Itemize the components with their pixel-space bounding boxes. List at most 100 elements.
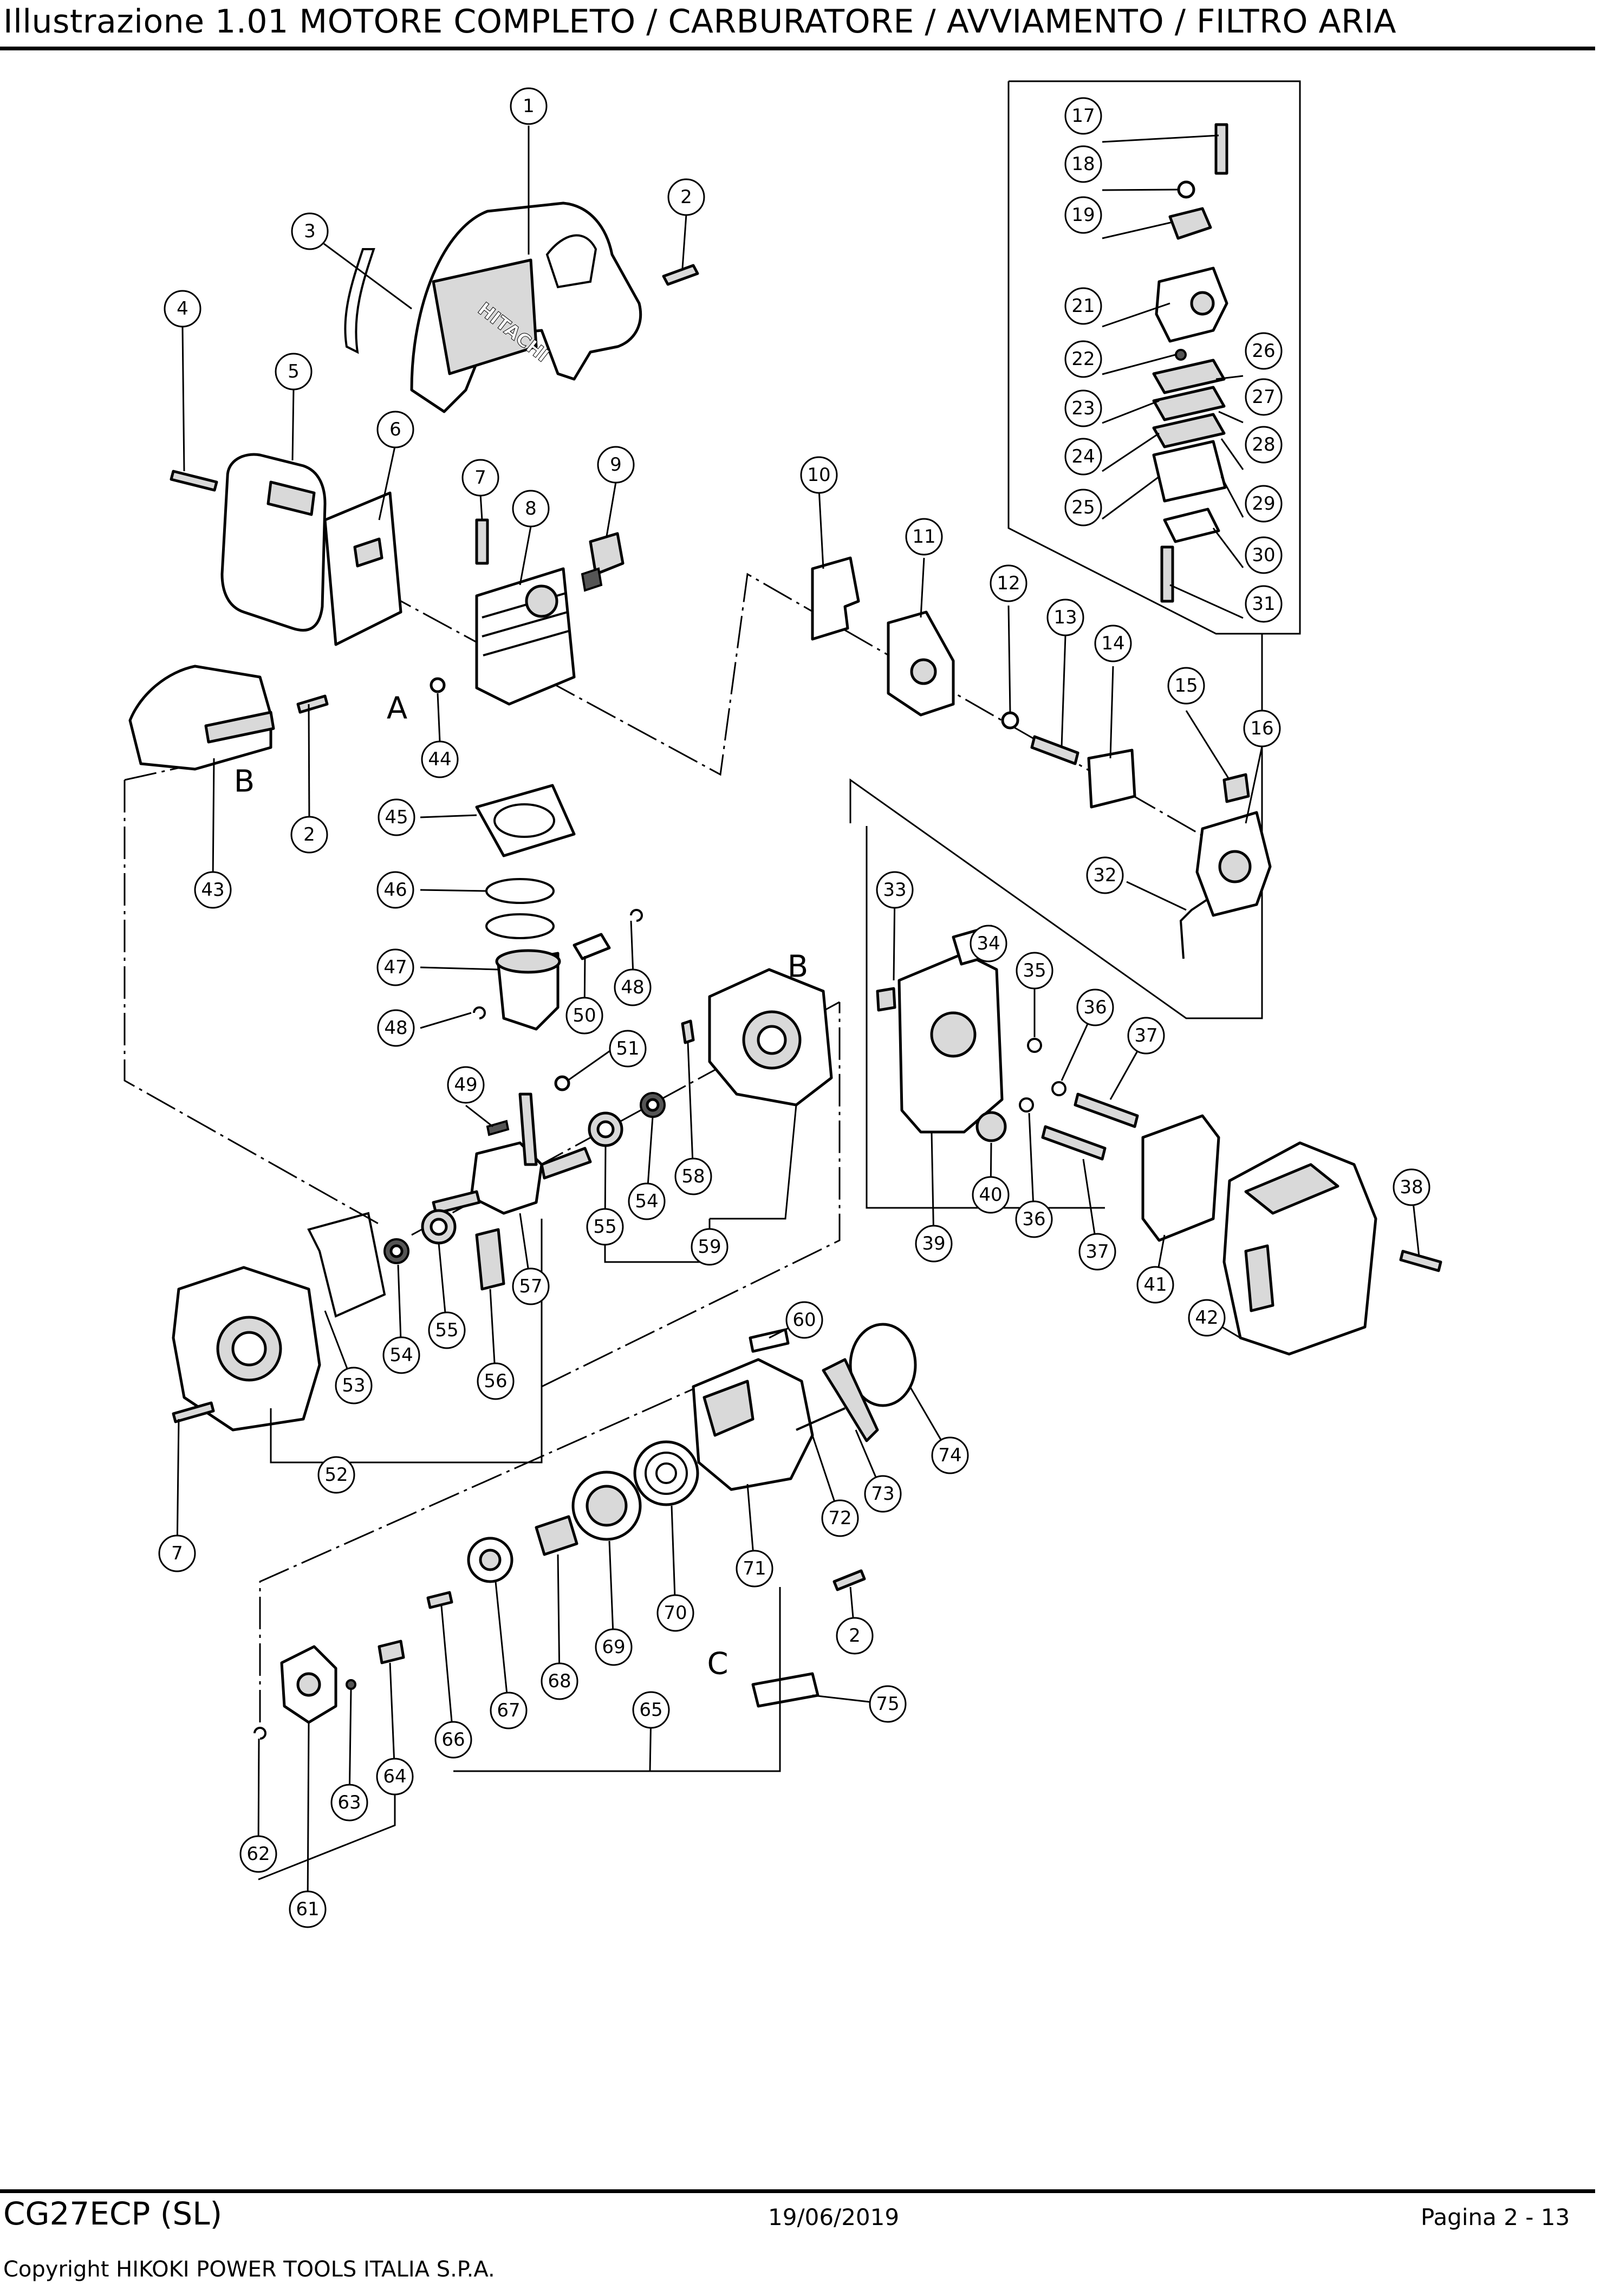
- callout-58: 58: [674, 1157, 712, 1195]
- washer-part: [430, 677, 446, 693]
- svg-text:41: 41: [1143, 1274, 1167, 1296]
- callout-57: 57: [512, 1267, 550, 1305]
- svg-text:72: 72: [828, 1507, 851, 1529]
- callout-28: 28: [1245, 426, 1283, 464]
- callout-9: 9: [597, 446, 635, 484]
- svg-text:55: 55: [593, 1216, 616, 1238]
- svg-text:29: 29: [1252, 493, 1275, 515]
- footer-copyright: Copyright HIKOKI POWER TOOLS ITALIA S.P.…: [3, 2257, 495, 2282]
- section-letter-b: B: [234, 764, 255, 799]
- callout-33: 33: [876, 871, 914, 909]
- circlip-part: [630, 909, 643, 922]
- svg-text:2: 2: [303, 824, 315, 845]
- svg-text:7: 7: [474, 467, 486, 489]
- svg-text:28: 28: [1252, 434, 1275, 456]
- choke-part: [1222, 773, 1250, 803]
- callout-43: 43: [194, 871, 232, 909]
- muffler-part: [220, 453, 327, 632]
- svg-text:54: 54: [635, 1191, 658, 1212]
- callout-38: 38: [1393, 1168, 1430, 1206]
- svg-text:68: 68: [548, 1670, 571, 1692]
- piston-ring-part: [485, 878, 555, 904]
- round-decal-part: [849, 1323, 917, 1407]
- throttle-rod-part: [1179, 898, 1209, 959]
- callout-73: 73: [864, 1475, 902, 1513]
- svg-text:43: 43: [201, 879, 224, 901]
- callout-40: 40: [972, 1176, 1010, 1214]
- spring-part: [535, 1515, 578, 1556]
- svg-text:14: 14: [1101, 633, 1124, 654]
- svg-text:22: 22: [1071, 348, 1095, 370]
- svg-text:58: 58: [681, 1166, 705, 1187]
- svg-text:19: 19: [1071, 204, 1095, 226]
- callout-7: 7: [461, 459, 499, 497]
- callout-8: 8: [512, 490, 550, 528]
- screw-part: [170, 470, 218, 492]
- svg-text:63: 63: [337, 1792, 361, 1813]
- footer-rule: [0, 2189, 1595, 2193]
- callout-12: 12: [990, 564, 1027, 602]
- callout-30: 30: [1245, 536, 1283, 574]
- cylinder-gasket-part: [475, 784, 576, 857]
- svg-text:59: 59: [698, 1236, 721, 1258]
- callout-15: 15: [1167, 667, 1205, 705]
- callout-17: 17: [1064, 97, 1102, 135]
- svg-text:9: 9: [610, 454, 622, 476]
- footer-model: CG27ECP (SL): [3, 2195, 223, 2232]
- svg-text:69: 69: [602, 1636, 625, 1658]
- callout-65: 65: [632, 1691, 670, 1729]
- callout-31: 31: [1245, 585, 1283, 623]
- svg-text:74: 74: [938, 1445, 961, 1466]
- svg-text:12: 12: [997, 573, 1020, 594]
- carb-gasket-part: [1087, 749, 1136, 809]
- svg-text:2: 2: [849, 1625, 861, 1647]
- piston-pin-part: [573, 933, 611, 960]
- dowel-pin-part: [681, 1019, 695, 1044]
- svg-text:51: 51: [616, 1038, 639, 1059]
- assembly-line-1: [341, 568, 1219, 846]
- svg-text:23: 23: [1071, 398, 1095, 419]
- assembly-line-4: [411, 1001, 840, 1236]
- svg-text:33: 33: [883, 879, 906, 901]
- callout-49: 49: [447, 1066, 485, 1104]
- screw-part: [1214, 123, 1228, 175]
- callout-7: 7: [158, 1534, 196, 1572]
- svg-text:73: 73: [871, 1483, 894, 1505]
- callout-72: 72: [821, 1499, 859, 1537]
- svg-text:38: 38: [1400, 1176, 1423, 1198]
- callout-71: 71: [736, 1550, 773, 1588]
- callout-41: 41: [1136, 1266, 1174, 1304]
- callout-22: 22: [1064, 340, 1102, 378]
- screw-part: [1041, 1125, 1107, 1161]
- svg-text:27: 27: [1252, 386, 1275, 408]
- callout-24: 24: [1064, 438, 1102, 476]
- svg-text:71: 71: [743, 1558, 766, 1579]
- intake-gasket-part: [811, 556, 860, 641]
- callout-54: 54: [382, 1336, 420, 1374]
- footer-page-number: Pagina 2 - 13: [1421, 2204, 1570, 2230]
- screw-part: [1160, 545, 1174, 603]
- svg-text:36: 36: [1022, 1208, 1045, 1230]
- callout-3: 3: [291, 212, 329, 250]
- svg-text:3: 3: [304, 220, 316, 242]
- svg-text:18: 18: [1071, 153, 1095, 175]
- svg-text:39: 39: [922, 1233, 945, 1254]
- choke-knob-part: [975, 1111, 1007, 1142]
- callout-61: 61: [289, 1890, 327, 1928]
- piston-ring-part: [485, 913, 555, 939]
- pump-body-part: [1152, 440, 1227, 503]
- exploded-parts-diagram: A B B C HITACHI 1 2 3 4 5 6 7 8 9 10 11 …: [123, 80, 1442, 1928]
- callout-68: 68: [541, 1662, 578, 1700]
- callout-bubbles: 1 2 3 4 5 6 7 8 9 10 11 12 13 14 15 16 1…: [158, 87, 1430, 1928]
- assembly-line-3: [123, 780, 380, 1225]
- callout-46: 46: [376, 871, 414, 909]
- callout-18: 18: [1064, 145, 1102, 183]
- svg-text:17: 17: [1071, 105, 1095, 127]
- svg-text:10: 10: [807, 464, 830, 486]
- screw-part: [426, 1591, 453, 1609]
- svg-text:6: 6: [389, 419, 401, 440]
- callout-14: 14: [1094, 625, 1132, 662]
- callout-11: 11: [905, 518, 943, 556]
- svg-text:64: 64: [383, 1766, 406, 1787]
- bolt-part: [475, 518, 489, 565]
